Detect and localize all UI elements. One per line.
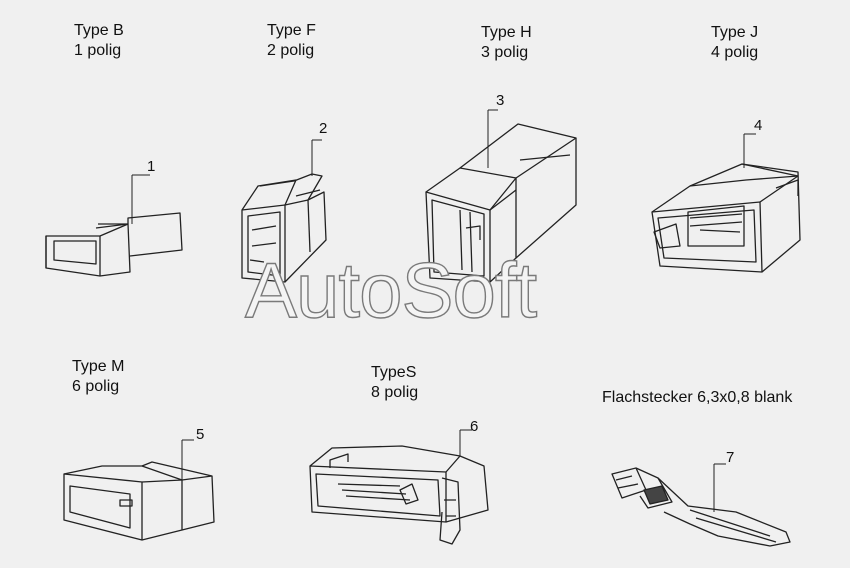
type-j-title: Type J 4 polig — [711, 23, 758, 63]
type-f-type-label: Type F — [267, 22, 316, 39]
type-j-type-label: Type J — [711, 24, 759, 41]
callout-2: 2 — [319, 120, 328, 137]
type-j-poles-label: 4 polig — [711, 44, 759, 61]
type-s-title: TypeS 8 polig — [371, 363, 418, 403]
type-m-poles-label: 6 polig — [72, 378, 120, 395]
type-b-type-label: Type B — [74, 22, 124, 39]
flachstecker-label: Flachstecker 6,3x0,8 blank — [602, 389, 793, 406]
type-h-title: Type H 3 polig — [481, 23, 532, 63]
type-m-type-label: Type M — [72, 358, 125, 375]
type-h-poles-label: 3 polig — [481, 44, 529, 61]
callout-6: 6 — [470, 418, 479, 435]
flat-terminal-drawing — [611, 463, 791, 547]
type-s-type-label: TypeS — [371, 364, 417, 381]
callout-1: 1 — [147, 158, 156, 175]
autosoft-watermark: AutoSoft — [244, 246, 538, 334]
type-s-poles-label: 8 polig — [371, 384, 419, 401]
callout-5: 5 — [196, 426, 205, 443]
connector-type-j-drawing — [651, 133, 801, 273]
flachstecker-title: Flachstecker 6,3x0,8 blank — [602, 388, 792, 408]
type-b-poles-label: 1 polig — [74, 42, 122, 59]
type-f-title: Type F 2 polig — [267, 21, 316, 61]
connector-type-f-drawing — [241, 139, 327, 283]
connector-type-b-drawing — [45, 174, 183, 277]
connector-type-h-drawing — [425, 109, 577, 283]
type-m-title: Type M 6 polig — [72, 357, 124, 397]
callout-7: 7 — [726, 449, 735, 466]
connector-type-s-drawing — [309, 429, 489, 545]
type-h-type-label: Type H — [481, 24, 532, 41]
callout-4: 4 — [754, 117, 763, 134]
type-b-title: Type B 1 polig — [74, 21, 124, 61]
connector-type-m-drawing — [63, 439, 215, 541]
callout-3: 3 — [496, 92, 505, 109]
type-f-poles-label: 2 polig — [267, 42, 315, 59]
